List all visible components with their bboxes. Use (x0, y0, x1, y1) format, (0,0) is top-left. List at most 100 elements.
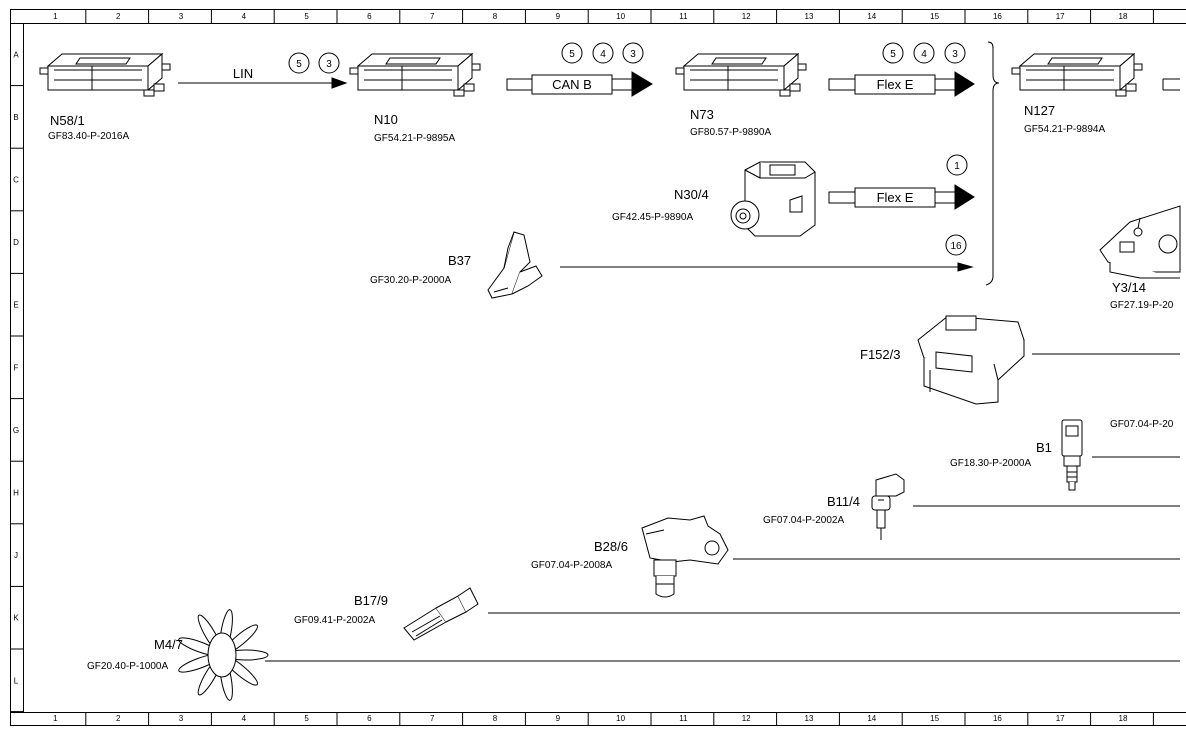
group-brace (986, 42, 999, 285)
flex-e-bus-arrow-1: Flex E (829, 72, 974, 96)
component-name-n127: N127 (1024, 103, 1055, 118)
component-ref-m4-7: GF20.40-P-1000A (87, 661, 168, 672)
grid-col-label-top-5: 5 (304, 12, 309, 21)
component-name-n58-1: N58/1 (50, 113, 85, 128)
component-ref-partial: GF07.04-P-20 (1110, 419, 1174, 430)
grid-col-label-top-10: 10 (616, 12, 625, 21)
grid-col-label-bottom-17: 17 (1056, 714, 1065, 723)
grid-col-label-top-8: 8 (493, 12, 498, 21)
component-name-b17-9: B17/9 (354, 593, 388, 608)
esp-unit-n30-4-drawing (731, 162, 815, 236)
control-unit-n58-1-drawing (40, 54, 170, 96)
component-name-n30-4: N30/4 (674, 187, 709, 202)
component-ref-n127: GF54.21-P-9894A (1024, 124, 1105, 135)
grid-col-label-bottom-8: 8 (493, 714, 498, 723)
grid-col-label-top-7: 7 (430, 12, 435, 21)
grid-row-label-A: A (13, 50, 19, 59)
grid-col-label-top-17: 17 (1056, 12, 1065, 21)
grid-col-label-bottom-9: 9 (556, 714, 561, 723)
grid-col-label-bottom-16: 16 (993, 714, 1002, 723)
grid-col-label-top-13: 13 (805, 12, 814, 21)
sensor-b11-4-drawing (872, 474, 904, 540)
marker-flex1-1: 5 (890, 49, 896, 60)
grid-row-label-H: H (13, 489, 19, 498)
grid-col-label-bottom-3: 3 (179, 714, 184, 723)
grid-col-label-top-11: 11 (679, 12, 688, 21)
grid-col-label-bottom-10: 10 (616, 714, 625, 723)
grid-col-label-bottom-2: 2 (116, 714, 121, 723)
sensor-b28-6-drawing (642, 516, 728, 597)
pedal-sensor-b37-drawing (488, 232, 542, 298)
component-name-b1: B1 (1036, 440, 1052, 455)
grid-row-label-K: K (13, 614, 19, 623)
grid-row-label-J: J (14, 551, 18, 560)
flex-e-label-2: Flex E (877, 190, 914, 205)
component-name-b11-4: B11/4 (827, 494, 860, 509)
grid-col-label-top-2: 2 (116, 12, 121, 21)
sensor-b17-9-drawing (404, 588, 478, 640)
component-ref-b17-9: GF09.41-P-2002A (294, 615, 375, 626)
component-name-y3-14: Y3/14 (1112, 280, 1146, 295)
component-name-b28-6: B28/6 (594, 539, 628, 554)
marker-lin-2: 3 (326, 59, 332, 70)
can-b-bus-arrow: CAN B (507, 72, 652, 96)
component-labels: N58/1 GF83.40-P-2016A N10 GF54.21-P-9895… (48, 103, 1174, 672)
grid-col-label-bottom-12: 12 (742, 714, 751, 723)
marker-b37-1: 16 (950, 241, 962, 252)
component-ref-n10: GF54.21-P-9895A (374, 133, 455, 144)
grid-col-label-top-6: 6 (367, 12, 372, 21)
grid-col-label-top-4: 4 (242, 12, 247, 21)
grid-row-label-C: C (13, 176, 19, 185)
grid-row-label-E: E (13, 301, 18, 310)
grid-col-label-bottom-14: 14 (867, 714, 876, 723)
component-name-n73: N73 (690, 107, 714, 122)
lin-label: LIN (233, 66, 253, 81)
marker-can-2: 4 (600, 49, 606, 60)
control-unit-n10-drawing (350, 54, 480, 96)
grid-col-label-bottom-5: 5 (304, 714, 309, 723)
fuse-box-f152-3-drawing (918, 316, 1024, 404)
grid-col-label-bottom-11: 11 (679, 714, 688, 723)
valve-body-y3-14-drawing (1100, 206, 1180, 278)
grid-row-label-D: D (13, 238, 19, 247)
grid-col-label-top-15: 15 (930, 12, 939, 21)
marker-flex1-3: 3 (952, 49, 958, 60)
grid-col-label-top-18: 18 (1119, 12, 1128, 21)
lin-arrowhead (332, 78, 346, 88)
control-unit-n73-drawing (676, 54, 806, 96)
grid-col-label-bottom-13: 13 (805, 714, 814, 723)
sensor-b1-drawing (1062, 420, 1082, 490)
grid-col-label-top-3: 3 (179, 12, 184, 21)
marker-lin-1: 5 (296, 59, 302, 70)
flex-e-label-1: Flex E (877, 77, 914, 92)
grid-col-label-bottom-18: 18 (1119, 714, 1128, 723)
component-name-n10: N10 (374, 112, 398, 127)
component-name-b37: B37 (448, 253, 471, 268)
component-ref-n30-4: GF42.45-P-9890A (612, 212, 693, 223)
grid-col-label-top-16: 16 (993, 12, 1002, 21)
flex-e-bus-arrow-2: Flex E (829, 185, 974, 209)
component-ref-b28-6: GF07.04-P-2008A (531, 560, 612, 571)
fan-motor-m4-7-drawing (177, 609, 268, 701)
marker-can-3: 3 (630, 49, 636, 60)
control-unit-n127-drawing (1012, 54, 1142, 96)
component-ref-b1: GF18.30-P-2000A (950, 458, 1031, 469)
grid-col-label-bottom-6: 6 (367, 714, 372, 723)
component-ref-b37: GF30.20-P-2000A (370, 275, 451, 286)
can-b-label: CAN B (552, 77, 592, 92)
grid-col-label-top-14: 14 (867, 12, 876, 21)
component-ref-b11-4: GF07.04-P-2002A (763, 515, 844, 526)
grid-row-label-L: L (14, 676, 19, 685)
component-name-m4-7: M4/7 (154, 637, 183, 652)
grid-col-label-top-1: 1 (53, 12, 58, 21)
fan-hub (208, 633, 236, 677)
marker-can-1: 5 (569, 49, 575, 60)
grid-col-label-top-9: 9 (556, 12, 561, 21)
grid-row-label-B: B (13, 113, 18, 122)
marker-flex1-2: 4 (921, 49, 927, 60)
grid-col-label-bottom-7: 7 (430, 714, 435, 723)
grid-col-label-bottom-1: 1 (53, 714, 58, 723)
